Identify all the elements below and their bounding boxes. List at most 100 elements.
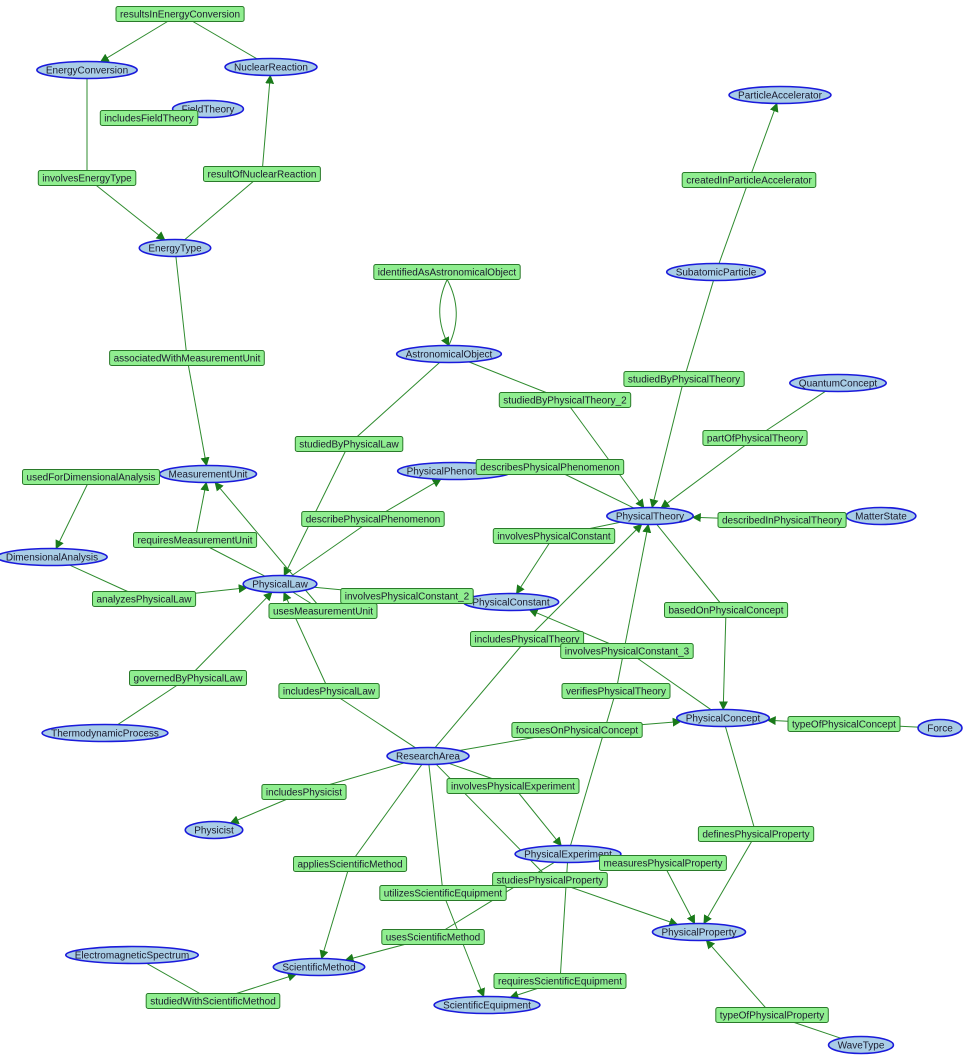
relation-appliesscientificmethod[interactable]: appliesScientificMethod <box>293 856 408 872</box>
relation-verifiesphysicaltheory[interactable]: verifiesPhysicalTheory <box>561 683 671 699</box>
relation-label: includesPhysicalLaw <box>283 687 376 698</box>
relation-utilizesscientificequipment[interactable]: utilizesScientificEquipment <box>379 885 507 901</box>
relation-usesscientificmethod[interactable]: usesScientificMethod <box>381 929 485 945</box>
relations-layer: resultsInEnergyConversion includesFieldTh… <box>22 6 901 1023</box>
relation-box <box>492 872 608 888</box>
edge-usesScientificMethod-to-ScientificMethod <box>344 944 405 963</box>
relation-resultofnuclearreaction[interactable]: resultOfNuclearReaction <box>203 166 321 182</box>
relation-box <box>470 631 585 647</box>
relation-associatedwithmeasurementunit[interactable]: associatedWithMeasurementUnit <box>109 350 265 366</box>
relation-measuresphysicalproperty[interactable]: measuresPhysicalProperty <box>599 855 727 871</box>
node-quantumconcept[interactable]: QuantumConcept <box>789 373 887 393</box>
relation-studiesphysicalproperty[interactable]: studiesPhysicalProperty <box>492 872 608 888</box>
relation-involvesphysicalconstant_3[interactable]: involvesPhysicalConstant_3 <box>560 643 694 659</box>
relation-usesmeasurementunit[interactable]: usesMeasurementUnit <box>268 603 378 619</box>
node-electromagneticspectrum[interactable]: ElectromagneticSpectrum <box>64 945 200 965</box>
node-astronomicalobject[interactable]: AstronomicalObject <box>395 344 503 364</box>
node-energytype[interactable]: EnergyType <box>138 238 212 258</box>
relation-requiresmeasurementunit[interactable]: requiresMeasurementUnit <box>133 532 258 548</box>
node-label: MeasurementUnit <box>169 470 248 481</box>
edge-AstronomicalObject-to-identifiedAsAstronomicalObject <box>446 279 457 346</box>
relation-label: involvesEnergyType <box>42 174 132 185</box>
node-scientificequipment[interactable]: ScientificEquipment <box>433 995 541 1015</box>
node-ellipse <box>827 1035 895 1055</box>
node-physicalconstant[interactable]: PhysicalConstant <box>462 592 560 612</box>
node-energyconversion[interactable]: EnergyConversion <box>36 60 138 80</box>
relation-involvesenergytype[interactable]: involvesEnergyType <box>37 170 137 186</box>
node-physicalconcept[interactable]: PhysicalConcept <box>675 708 771 728</box>
node-researcharea[interactable]: ResearchArea <box>386 746 470 766</box>
edge-involvesPhysicalExperiment-to-PhysicalExperiment <box>518 793 562 847</box>
node-label: Force <box>927 724 953 735</box>
relation-typeofphysicalconcept[interactable]: typeOfPhysicalConcept <box>787 716 901 732</box>
relation-box <box>717 512 847 528</box>
relation-includesphysicist[interactable]: includesPhysicist <box>261 784 347 800</box>
edge-WaveType-to-typeOfPhysicalProperty <box>794 1022 842 1039</box>
relation-describephysicalphenomenon[interactable]: describePhysicalPhenomenon <box>301 511 445 527</box>
relation-definesphysicalproperty[interactable]: definesPhysicalProperty <box>697 826 815 842</box>
relation-label: usedForDimensionalAnalysis <box>27 473 156 484</box>
node-scientificmethod[interactable]: ScientificMethod <box>272 957 366 977</box>
node-nuclearreaction[interactable]: NuclearReaction <box>224 57 318 77</box>
relation-createdinparticleaccelerator[interactable]: createdInParticleAccelerator <box>681 172 817 188</box>
relation-studiedbyphysicaltheory[interactable]: studiedByPhysicalTheory <box>623 371 745 387</box>
relation-involvesphysicalconstant_2[interactable]: involvesPhysicalConstant_2 <box>340 588 474 604</box>
node-ellipse <box>272 957 366 977</box>
node-matterstate[interactable]: MatterState <box>845 506 917 526</box>
relation-box <box>475 459 625 475</box>
relation-includesfieldtheory[interactable]: includesFieldTheory <box>99 110 199 126</box>
relation-focusesonphysicalconcept[interactable]: focusesOnPhysicalConcept <box>511 722 643 738</box>
node-ellipse <box>728 85 832 105</box>
edge-resultOfNuclearReaction-to-NuclearReaction <box>262 74 275 167</box>
relation-studiedwithscientificmethod[interactable]: studiedWithScientificMethod <box>145 993 281 1009</box>
relation-label: usesScientificMethod <box>386 933 481 944</box>
relation-label: definesPhysicalProperty <box>702 830 809 841</box>
node-label: EnergyConversion <box>46 66 128 77</box>
relation-studiedbyphysicaltheory_2[interactable]: studiedByPhysicalTheory_2 <box>498 392 632 408</box>
relation-describedinphysicaltheory[interactable]: describedInPhysicalTheory <box>717 512 847 528</box>
relation-describesphysicalphenomenon[interactable]: describesPhysicalPhenomenon <box>475 459 625 475</box>
relation-label: studiedByPhysicalTheory_2 <box>503 396 627 407</box>
node-ellipse <box>665 262 767 282</box>
node-physicallaw[interactable]: PhysicalLaw <box>242 574 318 594</box>
node-particleaccelerator[interactable]: ParticleAccelerator <box>728 85 832 105</box>
relation-label: involvesPhysicalConstant <box>497 532 611 543</box>
node-subatomicparticle[interactable]: SubatomicParticle <box>665 262 767 282</box>
relation-usedfordimensionalanalysis[interactable]: usedForDimensionalAnalysis <box>22 469 160 485</box>
relation-includesphysicaltheory[interactable]: includesPhysicalTheory <box>470 631 585 647</box>
relation-analyzesphysicallaw[interactable]: analyzesPhysicalLaw <box>92 591 197 607</box>
node-measurementunit[interactable]: MeasurementUnit <box>158 464 258 484</box>
relation-box <box>37 170 137 186</box>
node-physicalexperiment[interactable]: PhysicalExperiment <box>514 844 622 864</box>
node-label: QuantumConcept <box>799 379 878 390</box>
relation-involvesphysicalconstant[interactable]: involvesPhysicalConstant <box>492 528 616 544</box>
relation-requiresscientificequipment[interactable]: requiresScientificEquipment <box>493 973 627 989</box>
edge-typeOfPhysicalProperty-to-PhysicalProperty <box>705 939 766 1008</box>
relation-includesphysicallaw[interactable]: includesPhysicalLaw <box>278 683 380 699</box>
relation-governedbyphysicallaw[interactable]: governedByPhysicalLaw <box>129 670 247 686</box>
node-label: ParticleAccelerator <box>738 91 823 102</box>
node-physicist[interactable]: Physicist <box>184 820 244 840</box>
relation-label: measuresPhysicalProperty <box>604 859 723 870</box>
relation-basedonphysicalconcept[interactable]: basedOnPhysicalConcept <box>664 602 789 618</box>
relation-involvesphysicalexperiment[interactable]: involvesPhysicalExperiment <box>446 778 580 794</box>
edge-ElectromagneticSpectrum-to-studiedWithScientificMethod <box>146 962 201 994</box>
relation-label: involvesPhysicalConstant_2 <box>345 592 470 603</box>
node-wavetype[interactable]: WaveType <box>827 1035 895 1055</box>
node-physicaltheory[interactable]: PhysicalTheory <box>606 506 694 526</box>
edge-PhysicalLaw-to-requiresMeasurementUnit <box>209 547 266 577</box>
relation-partofphysicaltheory[interactable]: partOfPhysicalTheory <box>702 430 808 446</box>
node-force[interactable]: Force <box>917 718 963 738</box>
node-physicalproperty[interactable]: PhysicalProperty <box>651 922 747 942</box>
node-dimensionalanalysis[interactable]: DimensionalAnalysis <box>0 547 108 567</box>
relation-box <box>493 973 627 989</box>
relation-resultsinenergyconversion[interactable]: resultsInEnergyConversion <box>115 6 245 22</box>
relation-typeofphysicalproperty[interactable]: typeOfPhysicalProperty <box>715 1007 829 1023</box>
edge-ResearchArea-to-includesPhysicist <box>329 762 405 785</box>
relation-studiedbyphysicallaw[interactable]: studiedByPhysicalLaw <box>294 436 404 452</box>
edge-typeOfPhysicalConcept-to-PhysicalConcept <box>766 716 789 726</box>
relation-identifiedasastronomicalobject[interactable]: identifiedAsAstronomicalObject <box>373 264 521 280</box>
edge-ResearchArea-to-includesPhysicalLaw <box>340 698 416 749</box>
node-thermodynamicprocess[interactable]: ThermodynamicProcess <box>41 723 169 743</box>
